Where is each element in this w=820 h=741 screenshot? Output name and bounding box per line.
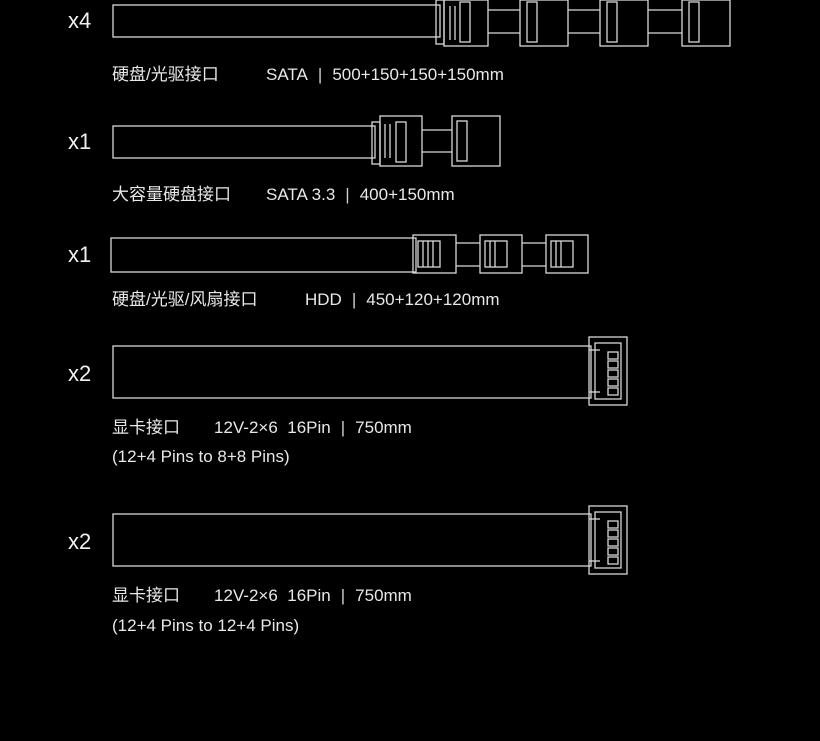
cable-1-drawing	[112, 0, 731, 47]
cable-2-length: 400+150mm	[359, 185, 455, 204]
cable-2-name: 大容量硬盘接口	[112, 185, 231, 204]
cable-1-type: SATA	[266, 65, 308, 84]
cable-4-drawing	[112, 336, 628, 406]
cable-4-count: x2	[68, 361, 92, 386]
cable-4-separator: |	[340, 418, 346, 437]
cable-4-name: 显卡接口	[112, 418, 180, 437]
cable-3-name: 硬盘/光驱/风扇接口	[112, 290, 258, 309]
cable-1-name: 硬盘/光驱接口	[112, 65, 219, 84]
cable-2-spec: 大容量硬盘接口 SATA 3.3 | 400+150mm	[112, 180, 455, 205]
cable-5-drawing	[112, 505, 628, 575]
cable-4-spec: 显卡接口 12V-2×6 16Pin | 750mm	[112, 413, 412, 438]
cable-3-drawing	[110, 234, 589, 274]
cable-1-count: x4	[68, 8, 92, 33]
cable-5-note: (12+4 Pins to 12+4 Pins)	[112, 616, 300, 635]
cable-4-type: 12V-2×6 16Pin	[214, 418, 331, 437]
cable-4-note: (12+4 Pins to 8+8 Pins)	[112, 447, 290, 466]
cable-3-count: x1	[68, 242, 92, 267]
cable-3-type: HDD	[305, 290, 342, 309]
cable-2-separator: |	[345, 185, 350, 204]
cable-3-length: 450+120+120mm	[366, 290, 500, 309]
cable-5-name: 显卡接口	[112, 586, 180, 605]
cable-5-separator: |	[340, 586, 346, 605]
cable-5-count: x2	[68, 529, 92, 554]
cable-1-length: 500+150+150+150mm	[332, 65, 504, 84]
cable-1-spec: 硬盘/光驱接口 SATA | 500+150+150+150mm	[112, 60, 504, 85]
cable-4-length: 750mm	[355, 418, 412, 437]
cable-1-separator: |	[317, 65, 323, 84]
cable-3-spec: 硬盘/光驱/风扇接口 HDD | 450+120+120mm	[112, 285, 500, 310]
cable-5-spec: 显卡接口 12V-2×6 16Pin | 750mm	[112, 581, 412, 606]
cable-5-type: 12V-2×6 16Pin	[214, 586, 331, 605]
cable-5-length: 750mm	[355, 586, 412, 605]
cable-2-type: SATA 3.3	[266, 185, 336, 204]
cable-3-separator: |	[351, 290, 357, 309]
cable-2-drawing	[112, 115, 501, 167]
cable-2-count: x1	[68, 129, 92, 154]
